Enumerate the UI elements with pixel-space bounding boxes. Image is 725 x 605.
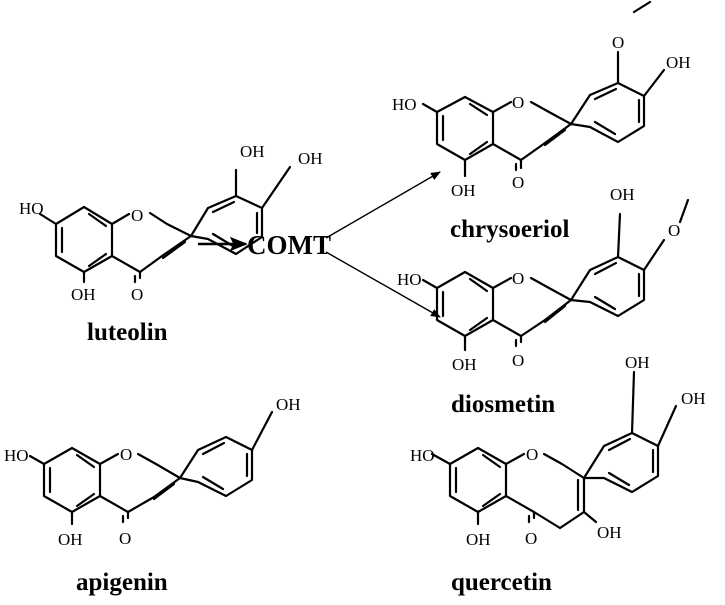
apigenin-o-carbonyl: O [119, 529, 131, 548]
luteolin-o-ring: O [131, 206, 143, 225]
quercetin-oh-3: OH [597, 523, 622, 542]
arrow-to-chrysoeriol [325, 171, 441, 239]
apigenin-atom-labels: OH HO O OH O [4, 395, 301, 549]
diosmetin-bonds [421, 198, 690, 352]
apigenin-ho-7: HO [4, 446, 29, 465]
chrysoeriol-atom-labels: O OH HO O OH O [392, 33, 691, 200]
luteolin-name: luteolin [87, 319, 168, 346]
quercetin-atom-labels: OH OH HO O OH OH O [410, 353, 706, 549]
chrysoeriol-oh-4prime: OH [666, 53, 691, 72]
diosmetin-o-carbonyl: O [512, 351, 524, 370]
diosmetin-atom-labels: OH O HO O OH O [397, 185, 680, 374]
diosmetin-oh-3prime: OH [610, 185, 635, 204]
luteolin-structure: OH OH HO O OH O luteolin [19, 142, 323, 346]
apigenin-bonds [28, 410, 274, 526]
chrysoeriol-o-ring: O [512, 93, 524, 112]
reaction-arrows [198, 171, 441, 318]
chrysoeriol-o-methoxy: O [612, 33, 624, 52]
apigenin-oh-5: OH [58, 530, 83, 549]
quercetin-oh-3prime: OH [625, 353, 650, 372]
quercetin-structure: OH OH HO O OH OH O quercetin [410, 353, 706, 596]
quercetin-bonds [430, 370, 678, 530]
chrysoeriol-structure: O OH HO O OH O chrysoeriol [392, 0, 691, 243]
luteolin-oh-5: OH [71, 285, 96, 304]
luteolin-ho-7: HO [19, 199, 44, 218]
luteolin-o-carbonyl: O [131, 285, 143, 304]
luteolin-oh-3prime: OH [240, 142, 265, 161]
diosmetin-name: diosmetin [451, 391, 555, 418]
quercetin-o-ring: O [526, 445, 538, 464]
quercetin-ho-7: HO [410, 446, 435, 465]
quercetin-name: quercetin [451, 569, 552, 596]
luteolin-bonds [38, 165, 292, 284]
comt-enzyme-label: COMT [247, 230, 331, 260]
arrow-to-diosmetin [325, 251, 441, 318]
diosmetin-oh-5: OH [452, 355, 477, 374]
apigenin-o-ring: O [120, 445, 132, 464]
chrysoeriol-name: chrysoeriol [450, 216, 569, 243]
quercetin-o-carbonyl: O [525, 529, 537, 548]
chrysoeriol-bonds [421, 0, 666, 178]
apigenin-structure: OH HO O OH O apigenin [4, 395, 301, 596]
diosmetin-structure: OH O HO O OH O diosmetin [397, 185, 690, 418]
diosmetin-o-ring: O [512, 269, 524, 288]
apigenin-oh-4prime: OH [276, 395, 301, 414]
luteolin-oh-4prime: OH [298, 149, 323, 168]
luteolin-atom-labels: OH OH HO O OH O [19, 142, 323, 304]
quercetin-oh-5: OH [466, 530, 491, 549]
chrysoeriol-ho-7: HO [392, 95, 417, 114]
apigenin-name: apigenin [76, 569, 168, 596]
diosmetin-ho-7: HO [397, 270, 422, 289]
chrysoeriol-oh-5: OH [451, 181, 476, 200]
chrysoeriol-o-carbonyl: O [512, 173, 524, 192]
diosmetin-o-methoxy: O [668, 221, 680, 240]
quercetin-oh-4prime: OH [681, 389, 706, 408]
